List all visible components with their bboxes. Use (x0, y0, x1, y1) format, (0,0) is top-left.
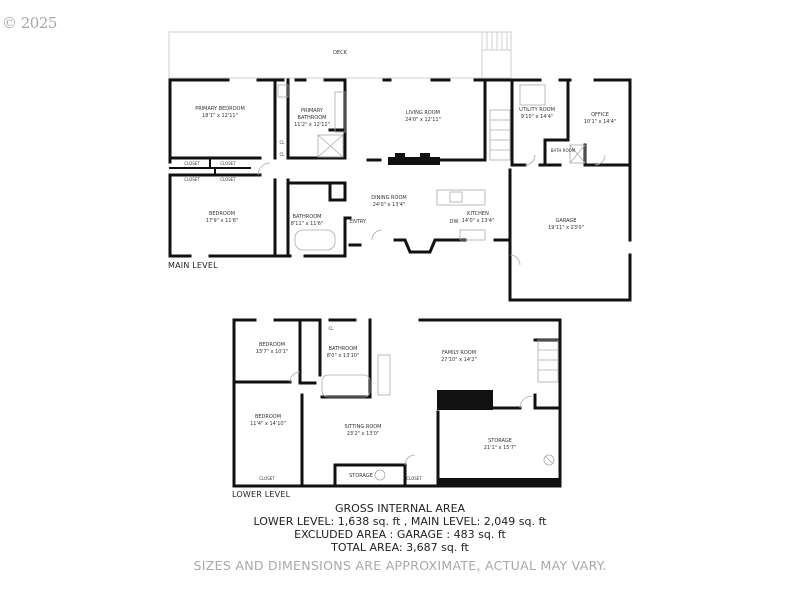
main-level-walls (168, 78, 632, 302)
room-label-family-room: FAMILY ROOM 27'10" x 14'2" (441, 350, 477, 363)
lower-fireplace (437, 390, 493, 410)
room-label-storage-large: STORAGE 21'1" x 15'7" (483, 438, 517, 451)
lower-level-walls (232, 318, 562, 488)
disclaimer: SIZES AND DIMENSIONS ARE APPROXIMATE, AC… (193, 558, 607, 573)
room-label-primary-bathroom: PRIMARY BATHROOM 11'2" x 12'11" (294, 108, 330, 128)
label-lower-cl: CL (328, 326, 334, 331)
room-label-bathroom: BATHROOM 8'11" x 11'6" (290, 214, 324, 227)
label-closet-4: CLOSET (220, 177, 236, 182)
label-entry: ENTRY (349, 219, 367, 225)
label-lower-closet-2: CLOSET (406, 476, 422, 481)
area-summary: GROSS INTERNAL AREA LOWER LEVEL: 1,638 s… (0, 502, 800, 554)
area-summary-levels: LOWER LEVEL: 1,638 sq. ft , MAIN LEVEL: … (253, 515, 547, 528)
lower-level-label: LOWER LEVEL (232, 490, 291, 499)
lower-level-fixtures (289, 339, 559, 481)
room-label-bath-room-small: BATH ROOM (550, 148, 576, 153)
deck-outline (168, 31, 512, 79)
label-dishwasher: DW (449, 219, 459, 225)
label-closet-3: CLOSET (184, 177, 200, 182)
room-label-lower-bedroom-2: BEDROOM 11'4" x 14'10" (250, 414, 286, 427)
room-label-sitting-room: SITTING ROOM 23'2" x 13'0" (344, 424, 382, 437)
label-closet-2: CLOSET (220, 161, 236, 166)
room-label-living-room: LIVING ROOM 24'0" x 12'11" (405, 110, 441, 123)
area-summary-title: GROSS INTERNAL AREA (334, 502, 466, 515)
room-label-storage-small: STORAGE (349, 473, 373, 479)
area-summary-total: TOTAL AREA: 3,687 sq. ft (331, 541, 469, 554)
label-cl-2: CL (279, 152, 285, 157)
label-lower-closet-1: CLOSET (259, 476, 275, 481)
room-label-kitchen: KITCHEN 14'0" x 13'4" (461, 211, 495, 224)
room-label-garage: GARAGE 19'11" x 23'0" (548, 218, 584, 231)
label-cl-1: CL (279, 140, 285, 145)
area-summary-excluded: EXCLUDED AREA : GARAGE : 483 sq. ft (294, 528, 506, 541)
room-label-primary-bedroom: PRIMARY BEDROOM 18'1" x 12'11" (195, 106, 245, 119)
room-label-deck: DECK (333, 50, 347, 56)
copyright-notice: © 2025 (2, 14, 57, 32)
main-level-fixtures (257, 84, 606, 266)
room-label-lower-bathroom: BATHROOM 8'0" x 13'10" (326, 346, 360, 359)
main-level-label: MAIN LEVEL (168, 261, 218, 270)
room-label-lower-bedroom-1: BEDROOM 13'7" x 10'1" (255, 342, 289, 355)
room-label-utility-room: UTILITY ROOM 9'10" x 14'4" (519, 107, 555, 120)
room-label-office: OFFICE 10'1" x 14'4" (583, 112, 617, 125)
fireplace (388, 157, 440, 165)
label-closet-1: CLOSET (184, 161, 200, 166)
room-label-bedroom: BEDROOM 17'9" x 11'6" (205, 211, 239, 224)
room-label-dining-room: DINING ROOM 24'0" x 13'4" (371, 195, 407, 208)
